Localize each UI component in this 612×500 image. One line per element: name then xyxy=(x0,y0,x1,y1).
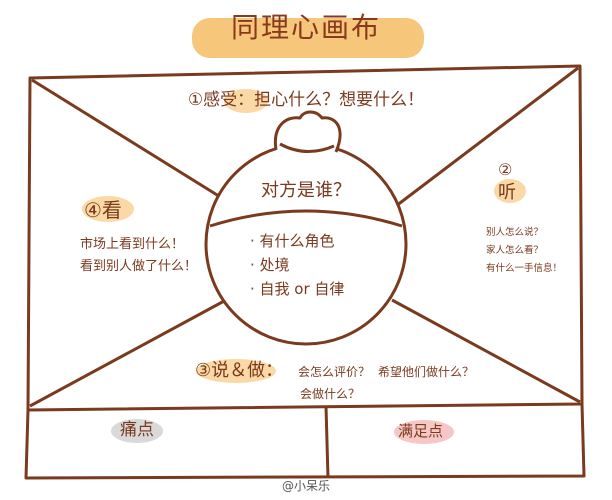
listen-section-number: ② xyxy=(498,160,513,179)
center-question: 对方是谁？ xyxy=(261,180,351,201)
person-hairline xyxy=(209,209,403,228)
gain-points-label: 满足点 xyxy=(398,422,444,440)
look-section-heading: ④看 xyxy=(84,198,122,222)
listen-section-heading: 听 xyxy=(498,182,516,203)
look-heading-highlight xyxy=(82,196,134,222)
look-line: 看到别人做了什么！ xyxy=(80,259,198,274)
pain-highlight xyxy=(111,419,163,443)
look-line: 市场上看到什么！ xyxy=(80,237,185,252)
gain-highlight xyxy=(394,420,454,444)
listen-line: 有什么一手信息！ xyxy=(486,263,563,274)
bottom-panel-frame xyxy=(24,403,586,480)
say-do-section-heading: ③说＆做： xyxy=(195,360,284,381)
divider-top-right xyxy=(395,66,579,208)
divider-top-left xyxy=(31,78,223,200)
title-highlight xyxy=(192,18,424,58)
divider-bottom-left xyxy=(29,298,227,408)
pain-points-label: 痛点 xyxy=(120,420,154,440)
say-heading-highlight xyxy=(196,359,276,383)
canvas-title: 同理心画布 xyxy=(230,11,381,44)
author-credit: @小呆乐 xyxy=(281,479,330,493)
center-item: · 自我 or 自律 xyxy=(250,280,345,298)
say-do-question: 会做什么？ xyxy=(300,387,361,401)
listen-line: 家人怎么看？ xyxy=(486,245,544,256)
center-item: · 有什么角色 xyxy=(250,232,335,250)
person-bun-tie xyxy=(279,142,335,153)
divider-bottom-right xyxy=(391,298,581,404)
bottom-panel-divider xyxy=(324,405,330,479)
say-do-question: 希望他们做什么？ xyxy=(378,365,475,379)
say-do-question: 会怎么评价？ xyxy=(298,365,371,379)
center-item: · 处境 xyxy=(250,256,290,274)
listen-line: 别人怎么说？ xyxy=(486,227,544,238)
listen-heading-highlight xyxy=(494,179,526,203)
person-bun xyxy=(273,110,342,153)
feel-section-label: ①感受：担心什么？想要什么！ xyxy=(187,90,425,110)
feel-number-highlight xyxy=(224,89,268,113)
